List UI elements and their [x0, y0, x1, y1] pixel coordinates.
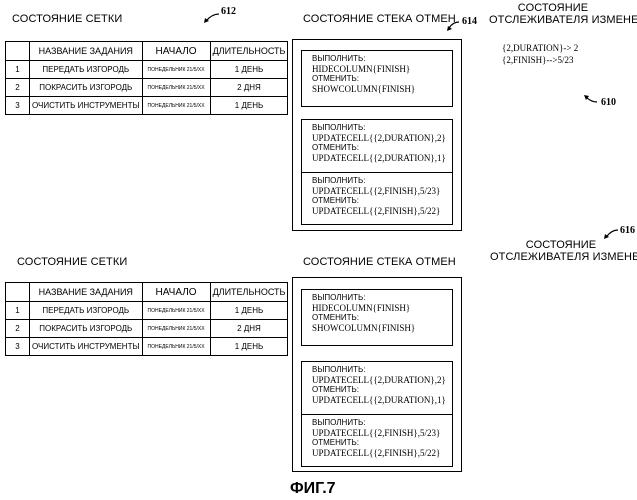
table-row: 3 ОЧИСТИТЬ ИНСТРУМЕНТЫ ПОНЕДЕЛЬНИК 21/5/… — [6, 97, 288, 115]
top-grid-title: СОСТОЯНИЕ СЕТКИ — [12, 13, 122, 25]
bottom-stack-title: СОСТОЯНИЕ СТЕКА ОТМЕН — [303, 256, 456, 268]
bottom-tracker-title: СОСТОЯНИЕ ОТСЛЕЖИВАТЕЛЯ ИЗМЕНЕНИЙ — [490, 239, 632, 263]
stack-op-update-finish: ВЫПОЛНИТЬ: UPDATECELL{{2,FINISH},5/23} О… — [301, 414, 453, 467]
tracker-title-line1: СОСТОЯНИЕ — [490, 239, 632, 251]
do-command: HIDECOLUMN{FINISH} — [312, 64, 452, 74]
undo-command: UPDATECELL{{2,FINISH},5/22} — [312, 448, 452, 458]
undo-label: ОТМЕНИТЬ: — [312, 143, 452, 153]
grid-header-num — [6, 42, 30, 61]
undo-command: UPDATECELL{{2,DURATION},1} — [312, 395, 452, 405]
bottom-grid-title: СОСТОЯНИЕ СЕТКИ — [17, 256, 127, 268]
tracker-title-line1: СОСТОЯНИЕ — [489, 2, 617, 14]
table-row: 2 ПОКРАСИТЬ ИЗГОРОДЬ ПОНЕДЕЛЬНИК 21/5/XX… — [6, 79, 288, 97]
figure-caption: ФИГ.7 — [290, 480, 336, 498]
top-grid-ref: 612 — [221, 6, 236, 17]
top-tracker-title: СОСТОЯНИЕ ОТСЛЕЖИВАТЕЛЯ ИЗМЕНЕНИЙ — [489, 2, 617, 26]
grid-header-row: НАЗВАНИЕ ЗАДАНИЯ НАЧАЛО ДЛИТЕЛЬНОСТЬ — [6, 283, 288, 302]
row-number: 1 — [6, 61, 30, 79]
top-stack-title: СОСТОЯНИЕ СТЕКА ОТМЕН — [303, 13, 456, 25]
duration-cell: 2 ДНЯ — [210, 320, 288, 338]
undo-command: UPDATECELL{{2,FINISH},5/22} — [312, 206, 452, 216]
tracker-title-line2: ОТСЛЕЖИВАТЕЛЯ ИЗМЕНЕНИЙ — [489, 14, 617, 26]
start-cell: ПОНЕДЕЛЬНИК 21/5/XX — [142, 79, 210, 97]
start-cell: ПОНЕДЕЛЬНИК 21/5/XX — [142, 302, 210, 320]
stack-op-update-duration: ВЫПОЛНИТЬ: UPDATECELL{{2,DURATION},2} ОТ… — [301, 361, 453, 415]
table-row: 1 ПЕРЕДАТЬ ИЗГОРОДЬ ПОНЕДЕЛЬНИК 21/5/XX … — [6, 302, 288, 320]
duration-cell: 1 ДЕНЬ — [210, 61, 288, 79]
duration-cell: 1 ДЕНЬ — [210, 97, 288, 115]
undo-label: ОТМЕНИТЬ: — [312, 196, 452, 206]
do-label: ВЫПОЛНИТЬ: — [312, 293, 452, 303]
grid-header-name: НАЗВАНИЕ ЗАДАНИЯ — [30, 283, 143, 302]
do-command: UPDATECELL{{2,DURATION},2} — [312, 375, 452, 385]
undo-command: SHOWCOLUMN{FINISH} — [312, 84, 452, 94]
do-command: UPDATECELL{{2,DURATION},2} — [312, 133, 452, 143]
row-number: 3 — [6, 97, 30, 115]
do-label: ВЫПОЛНИТЬ: — [312, 418, 452, 428]
top-grid-table: НАЗВАНИЕ ЗАДАНИЯ НАЧАЛО ДЛИТЕЛЬНОСТЬ 1 П… — [5, 41, 288, 115]
undo-command: SHOWCOLUMN{FINISH} — [312, 323, 452, 333]
duration-cell: 2 ДНЯ — [210, 79, 288, 97]
do-label: ВЫПОЛНИТЬ: — [312, 54, 452, 64]
tracker-entry: {2,DURATION}-> 2 — [502, 42, 578, 54]
tracker-entry: {2,FINISH}-->5/23 — [502, 54, 578, 66]
task-name-cell: ПОКРАСИТЬ ИЗГОРОДЬ — [30, 79, 143, 97]
bottom-grid-table: НАЗВАНИЕ ЗАДАНИЯ НАЧАЛО ДЛИТЕЛЬНОСТЬ 1 П… — [5, 282, 288, 356]
table-row: 3 ОЧИСТИТЬ ИНСТРУМЕНТЫ ПОНЕДЕЛЬНИК 21/5/… — [6, 338, 288, 356]
table-row: 1 ПЕРЕДАТЬ ИЗГОРОДЬ ПОНЕДЕЛЬНИК 21/5/XX … — [6, 61, 288, 79]
row-number: 2 — [6, 320, 30, 338]
start-cell: ПОНЕДЕЛЬНИК 21/5/XX — [142, 61, 210, 79]
do-label: ВЫПОЛНИТЬ: — [312, 176, 452, 186]
do-label: ВЫПОЛНИТЬ: — [312, 365, 452, 375]
start-cell: ПОНЕДЕЛЬНИК 21/5/XX — [142, 320, 210, 338]
stack-op-update-duration: ВЫПОЛНИТЬ: UPDATECELL{{2,DURATION},2} ОТ… — [301, 119, 453, 173]
row-number: 2 — [6, 79, 30, 97]
do-command: HIDECOLUMN{FINISH} — [312, 303, 452, 313]
do-label: ВЫПОЛНИТЬ: — [312, 123, 452, 133]
top-stack-ref: 614 — [462, 16, 477, 27]
bottom-undo-stack: ВЫПОЛНИТЬ: HIDECOLUMN{FINISH} ОТМЕНИТЬ: … — [292, 277, 462, 472]
duration-cell: 1 ДЕНЬ — [210, 338, 288, 356]
undo-label: ОТМЕНИТЬ: — [312, 313, 452, 323]
start-cell: ПОНЕДЕЛЬНИК 21/5/XX — [142, 97, 210, 115]
top-tracker-entries: {2,DURATION}-> 2 {2,FINISH}-->5/23 — [502, 42, 578, 66]
top-undo-stack: ВЫПОЛНИТЬ: HIDECOLUMN{FINISH} ОТМЕНИТЬ: … — [292, 39, 462, 231]
row-number: 3 — [6, 338, 30, 356]
stack-op-update-finish: ВЫПОЛНИТЬ: UPDATECELL{{2,FINISH},5/23} О… — [301, 172, 453, 225]
do-command: UPDATECELL{{2,FINISH},5/23} — [312, 428, 452, 438]
grid-header-start: НАЧАЛО — [142, 283, 210, 302]
top-tracker-ref-arrow — [583, 94, 599, 106]
duration-cell: 1 ДЕНЬ — [210, 302, 288, 320]
do-command: UPDATECELL{{2,FINISH},5/23} — [312, 186, 452, 196]
top-tracker-ref: 610 — [601, 97, 616, 108]
bottom-tracker-ref: 616 — [620, 225, 635, 236]
start-cell: ПОНЕДЕЛЬНИК 21/5/XX — [142, 338, 210, 356]
undo-label: ОТМЕНИТЬ: — [312, 385, 452, 395]
task-name-cell: ПЕРЕДАТЬ ИЗГОРОДЬ — [30, 302, 143, 320]
task-name-cell: ПОКРАСИТЬ ИЗГОРОДЬ — [30, 320, 143, 338]
stack-op-hidecolumn: ВЫПОЛНИТЬ: HIDECOLUMN{FINISH} ОТМЕНИТЬ: … — [301, 50, 453, 107]
top-stack-ref-arrow — [446, 20, 460, 32]
table-row: 2 ПОКРАСИТЬ ИЗГОРОДЬ ПОНЕДЕЛЬНИК 21/5/XX… — [6, 320, 288, 338]
grid-header-name: НАЗВАНИЕ ЗАДАНИЯ — [30, 42, 143, 61]
row-number: 1 — [6, 302, 30, 320]
grid-header-duration: ДЛИТЕЛЬНОСТЬ — [210, 283, 288, 302]
undo-label: ОТМЕНИТЬ: — [312, 74, 452, 84]
task-name-cell: ОЧИСТИТЬ ИНСТРУМЕНТЫ — [30, 338, 143, 356]
task-name-cell: ПЕРЕДАТЬ ИЗГОРОДЬ — [30, 61, 143, 79]
grid-header-start: НАЧАЛО — [142, 42, 210, 61]
undo-label: ОТМЕНИТЬ: — [312, 438, 452, 448]
grid-header-num — [6, 283, 30, 302]
undo-command: UPDATECELL{{2,DURATION},1} — [312, 153, 452, 163]
tracker-title-line2: ОТСЛЕЖИВАТЕЛЯ ИЗМЕНЕНИЙ — [490, 251, 632, 263]
grid-header-duration: ДЛИТЕЛЬНОСТЬ — [210, 42, 288, 61]
grid-header-row: НАЗВАНИЕ ЗАДАНИЯ НАЧАЛО ДЛИТЕЛЬНОСТЬ — [6, 42, 288, 61]
stack-op-hidecolumn: ВЫПОЛНИТЬ: HIDECOLUMN{FINISH} ОТМЕНИТЬ: … — [301, 289, 453, 346]
top-grid-ref-arrow — [203, 12, 221, 24]
task-name-cell: ОЧИСТИТЬ ИНСТРУМЕНТЫ — [30, 97, 143, 115]
